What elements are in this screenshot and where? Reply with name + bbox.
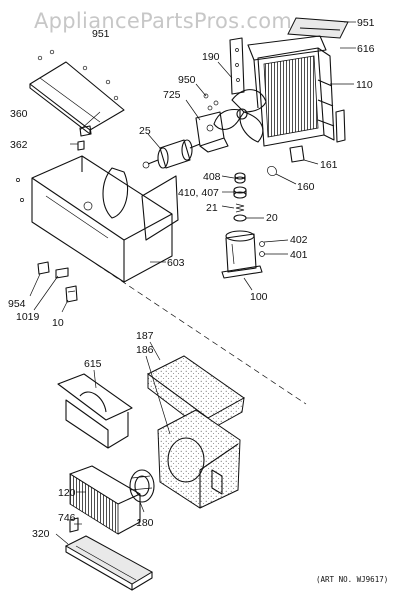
part-951-top-strip [287, 17, 349, 39]
part-320-filter [64, 535, 154, 591]
part-100-compressor [221, 230, 263, 279]
callout-725: 725 [163, 89, 181, 101]
part-746-clip [69, 517, 79, 533]
callout-1019: 1019 [16, 311, 40, 323]
callout-20: 20 [266, 212, 278, 224]
part-360-clip [79, 125, 92, 137]
callout-186: 186 [136, 344, 154, 356]
part-20-mount [233, 214, 247, 222]
callout-362: 362 [10, 139, 28, 151]
watermark: AppliancePartsPros.com [34, 9, 292, 33]
assembly-guide-line [95, 263, 307, 405]
part-186-blower-housing [157, 409, 241, 509]
part-190-fan-blade [213, 89, 267, 143]
callout-320: 320 [32, 528, 50, 540]
callout-401: 401 [290, 249, 308, 261]
callout-951-top: 951 [357, 17, 375, 29]
part-615-orifice-panel [57, 373, 133, 449]
callout-21: 21 [206, 202, 218, 214]
callout-408: 408 [203, 171, 221, 183]
part-110-condenser-coil [257, 47, 335, 147]
callout-160: 160 [297, 181, 315, 193]
part-161-clip [289, 145, 305, 163]
callout-402: 402 [290, 234, 308, 246]
callout-180: 180 [136, 517, 154, 529]
part-950-screws [203, 93, 219, 111]
part-402-401-terminal [259, 241, 265, 257]
callout-951-left: 951 [92, 28, 110, 40]
part-180-blower-wheel [129, 469, 155, 503]
art-number: (ART NO. WJ9617) [316, 575, 388, 584]
callout-10: 10 [52, 317, 64, 329]
callout-120: 120 [58, 487, 76, 499]
part-408-nut [234, 172, 246, 184]
part-21-spring [235, 203, 245, 213]
callout-603: 603 [167, 257, 185, 269]
leader-lines [29, 21, 356, 545]
callout-410-407: 410, 407 [178, 187, 219, 199]
part-951-bracket [229, 37, 245, 95]
callout-746: 746 [58, 512, 76, 524]
callout-615: 615 [84, 358, 102, 370]
callout-190: 190 [202, 51, 220, 63]
part-160-insulator [267, 166, 277, 176]
part-616-condenser-frame [247, 35, 327, 109]
callout-950: 950 [178, 74, 196, 86]
callout-187: 187 [136, 330, 154, 342]
part-1019-clip [55, 267, 69, 279]
callout-161: 161 [320, 159, 338, 171]
part-725-motor-bracket [195, 111, 229, 153]
part-410-407-grommet [233, 186, 247, 199]
part-top-cover [29, 49, 125, 135]
part-10-thermostat [65, 285, 78, 303]
part-603-base-pan [16, 155, 179, 283]
part-25-fan-motor [142, 139, 201, 169]
part-362-clip [77, 140, 85, 151]
part-120-evaporator [69, 465, 141, 535]
callout-25: 25 [139, 125, 151, 137]
part-954-clip [37, 261, 50, 275]
callout-360: 360 [10, 108, 28, 120]
callout-616: 616 [357, 43, 375, 55]
callout-100: 100 [250, 291, 268, 303]
callout-954: 954 [8, 298, 26, 310]
callout-110: 110 [356, 79, 373, 91]
part-coil-side-strip [335, 109, 346, 143]
